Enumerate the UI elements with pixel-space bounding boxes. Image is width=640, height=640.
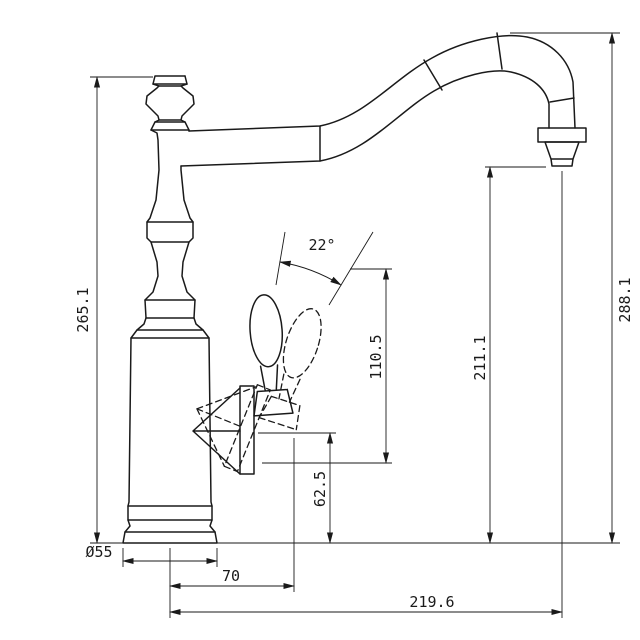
dim-label-base-diameter: Ø55 — [85, 543, 112, 561]
handle-solid — [192, 292, 294, 475]
dim-label-handle-pivot-height: 62.5 — [311, 471, 329, 507]
body-turned-details — [124, 83, 216, 533]
body-outline — [122, 75, 218, 544]
spout — [180, 32, 587, 167]
handle-dashed — [180, 302, 335, 473]
body-outline-upper-right — [180, 75, 195, 132]
spout-nozzle — [544, 141, 580, 167]
dim-label-overall-height-left: 265.1 — [74, 287, 92, 332]
dim-label-handle-height: 110.5 — [367, 334, 385, 379]
dim-label-handle-offset: 70 — [222, 567, 240, 585]
dim-label-spout-outlet-height: 211.1 — [471, 335, 489, 380]
angle-ref-line-rotated — [328, 231, 374, 306]
dimension-annotations: 265.1 288.1 211.1 110.5 62.5 22° Ø55 70 … — [74, 32, 634, 618]
dim-label-overall-height-right: 288.1 — [616, 277, 634, 322]
angle-arc — [279, 260, 342, 286]
faucet-body — [122, 75, 218, 544]
spout-joint-lines — [319, 32, 575, 162]
dim-label-spout-reach: 219.6 — [409, 593, 454, 611]
dim-label-handle-swing-angle: 22° — [308, 236, 335, 254]
spout-inner-edge — [180, 70, 550, 167]
spout-outer-edge — [188, 34, 576, 132]
spout-collar — [537, 127, 587, 143]
angle-ref-line-solid — [275, 231, 286, 286]
